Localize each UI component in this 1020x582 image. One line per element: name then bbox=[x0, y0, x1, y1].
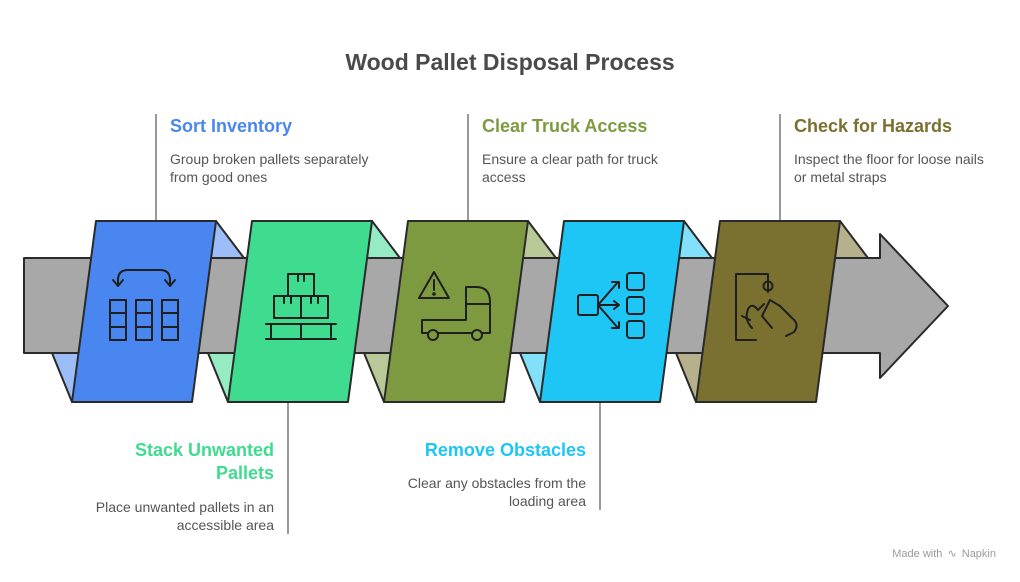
distribute-icon bbox=[577, 272, 645, 339]
step-title-check-hazards: Check for Hazards bbox=[794, 116, 953, 136]
slip-hazard-icon bbox=[735, 273, 798, 341]
truck-warning-icon bbox=[418, 271, 491, 341]
napkin-logo-icon: ∿ bbox=[947, 548, 957, 560]
step-title-clear-truck: Clear Truck Access bbox=[482, 116, 648, 136]
step-panel-3 bbox=[363, 220, 557, 403]
step-desc-remove-obstacles: Clear any obstacles from the loading are… bbox=[407, 475, 586, 509]
credit-brand: Napkin bbox=[961, 548, 996, 560]
step-panel-1 bbox=[51, 220, 245, 403]
step-title-stack-unwanted: Stack Unwanted Pallets bbox=[134, 440, 274, 483]
step-desc-check-hazards: Inspect the floor for loose nails or met… bbox=[794, 151, 984, 185]
step-title-remove-obstacles: Remove Obstacles bbox=[424, 440, 586, 460]
credit-prefix: Made with bbox=[892, 548, 943, 560]
step-desc-clear-truck: Ensure a clear path for truck access bbox=[482, 151, 658, 185]
step-desc-sort-inventory: Group broken pallets separately from goo… bbox=[170, 151, 369, 185]
step-title-sort-inventory: Sort Inventory bbox=[170, 116, 293, 136]
step-desc-stack-unwanted: Place unwanted pallets in an accessible … bbox=[95, 499, 274, 533]
page-title: Wood Pallet Disposal Process bbox=[345, 49, 675, 75]
step-panel-4 bbox=[519, 220, 713, 403]
made-with-credit[interactable]: Made with ∿ Napkin bbox=[892, 547, 996, 560]
step-panel-5 bbox=[675, 220, 869, 403]
sort-grid-icon bbox=[109, 269, 179, 341]
boxes-on-pallet-icon bbox=[265, 273, 337, 340]
